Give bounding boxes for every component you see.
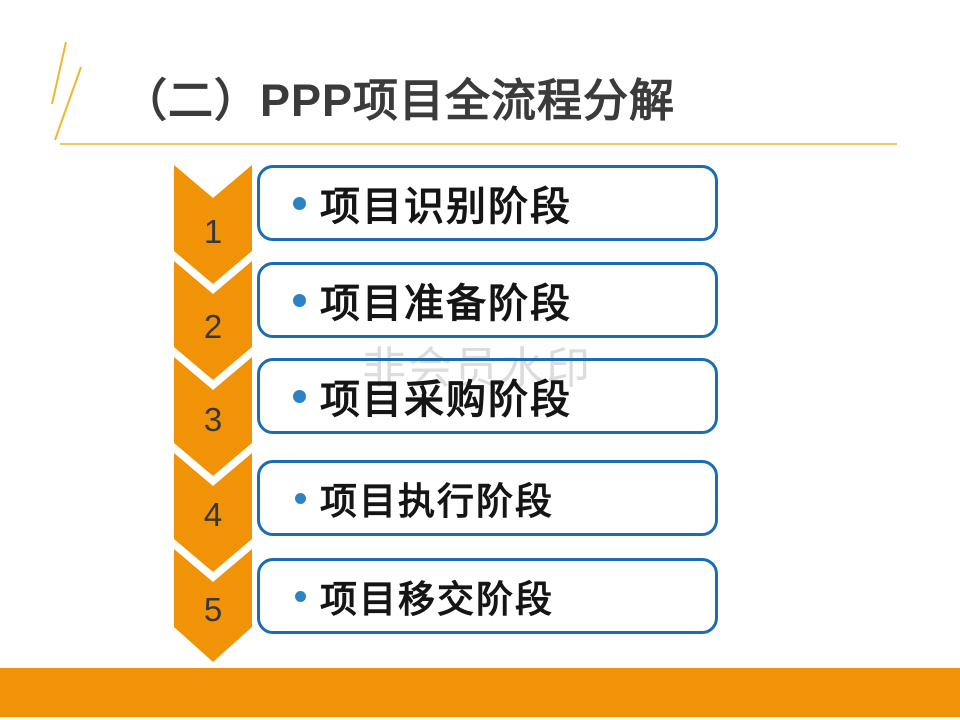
chevron-number: 4 <box>204 496 222 533</box>
slide-title: （二）PPP项目全流程分解 <box>122 75 676 126</box>
stage-label: 项目移交阶段 <box>320 579 554 620</box>
bullet-icon <box>295 492 306 504</box>
watermark-text: 非会员水印 <box>362 344 592 393</box>
chevron-segment <box>174 357 252 476</box>
chevron-number: 2 <box>204 308 222 345</box>
stage-label: 项目执行阶段 <box>320 481 554 522</box>
chevron-segment <box>174 165 252 284</box>
stage-label: 项目准备阶段 <box>320 282 572 326</box>
stage-label: 项目识别阶段 <box>320 185 572 229</box>
chevron-arrow-column: 1 2 3 4 5 <box>174 165 252 662</box>
stage-label: 项目采购阶段 <box>320 378 572 422</box>
chevron-number: 3 <box>204 401 222 438</box>
bullet-icon <box>293 196 306 210</box>
bottom-accent-band <box>0 668 960 717</box>
stage-box-preparation: 项目准备阶段 <box>257 262 718 338</box>
bullet-icon <box>293 293 306 307</box>
bullet-icon <box>293 389 306 403</box>
stage-box-procurement: 项目采购阶段 <box>257 358 718 434</box>
title-slash-icon <box>51 41 67 105</box>
stage-box-execution: 项目执行阶段 <box>257 460 718 536</box>
chevron-segment <box>174 261 252 380</box>
stage-box-identification: 项目识别阶段 <box>257 165 718 241</box>
stage-box-transfer: 项目移交阶段 <box>257 558 718 634</box>
chevron-number: 5 <box>204 591 222 628</box>
chevron-segment-arrowhead <box>174 549 252 662</box>
bullet-icon <box>295 590 306 602</box>
header-decoration <box>32 29 912 145</box>
chevron-number: 1 <box>204 213 222 250</box>
title-slash-icon <box>54 66 82 141</box>
chevron-segment <box>174 453 252 572</box>
